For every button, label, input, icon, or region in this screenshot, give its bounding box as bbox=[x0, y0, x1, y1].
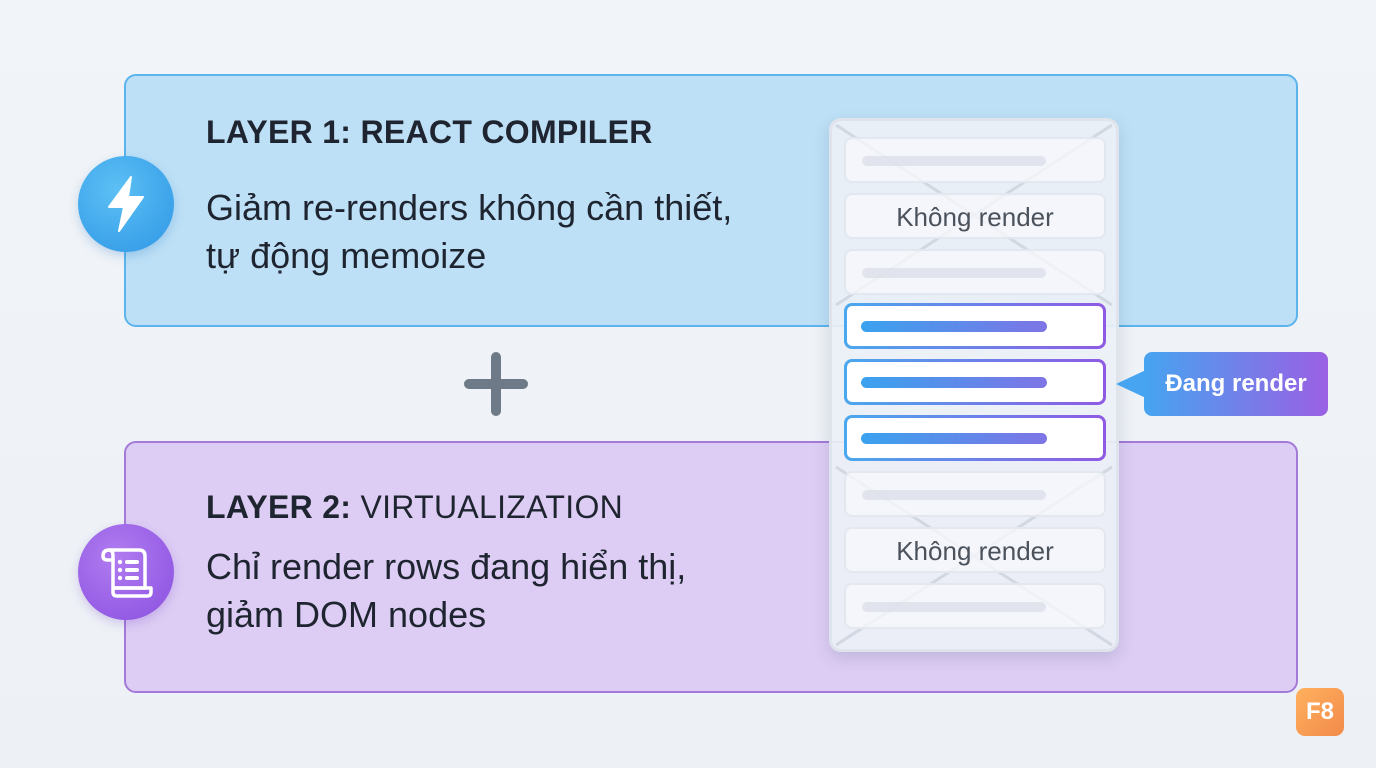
not-rendered-label-bottom: Không render bbox=[896, 536, 1054, 566]
lightning-bolt-icon bbox=[78, 156, 174, 252]
list-row-not-rendered: Không render bbox=[844, 193, 1106, 239]
layer-2-title-rest: VIRTUALIZATION bbox=[351, 489, 624, 525]
layer-1-card: LAYER 1: REACT COMPILER Giảm re-renders … bbox=[124, 74, 1298, 327]
layer-2-title-bold: LAYER 2: bbox=[206, 489, 352, 525]
plus-icon bbox=[464, 352, 528, 416]
list-row-not-rendered bbox=[844, 137, 1106, 183]
list-row-not-rendered bbox=[844, 471, 1106, 517]
layer-2-title: LAYER 2: VIRTUALIZATION bbox=[206, 489, 623, 526]
f8-logo: F8 bbox=[1296, 688, 1344, 736]
layer-1-title: LAYER 1: REACT COMPILER bbox=[206, 114, 653, 150]
list-row-rendered bbox=[844, 415, 1106, 461]
list-row-rendered bbox=[844, 303, 1106, 349]
layer-2-desc-line-1: Chỉ render rows đang hiển thị, bbox=[206, 546, 687, 587]
layer-2-card: LAYER 2: VIRTUALIZATION Chỉ render rows … bbox=[124, 441, 1298, 693]
virtualized-list-panel: Không render Không render bbox=[829, 118, 1119, 652]
rendering-callout-pointer bbox=[1116, 370, 1146, 398]
list-row-not-rendered bbox=[844, 583, 1106, 629]
layer-1-desc-line-1: Giảm re-renders không cần thiết, bbox=[206, 187, 733, 228]
layer-1-desc-line-2: tự động memoize bbox=[206, 235, 487, 276]
layer-2-desc-line-2: giảm DOM nodes bbox=[206, 594, 487, 635]
not-rendered-label-top: Không render bbox=[896, 202, 1054, 232]
list-row-not-rendered bbox=[844, 249, 1106, 295]
rendering-callout: Đang render bbox=[1144, 352, 1328, 416]
layer-2-description: Chỉ render rows đang hiển thị, giảm DOM … bbox=[206, 543, 686, 639]
list-row-not-rendered: Không render bbox=[844, 527, 1106, 573]
list-row-rendered bbox=[844, 359, 1106, 405]
layer-1-description: Giảm re-renders không cần thiết, tự động… bbox=[206, 184, 732, 280]
scroll-list-icon bbox=[78, 524, 174, 620]
